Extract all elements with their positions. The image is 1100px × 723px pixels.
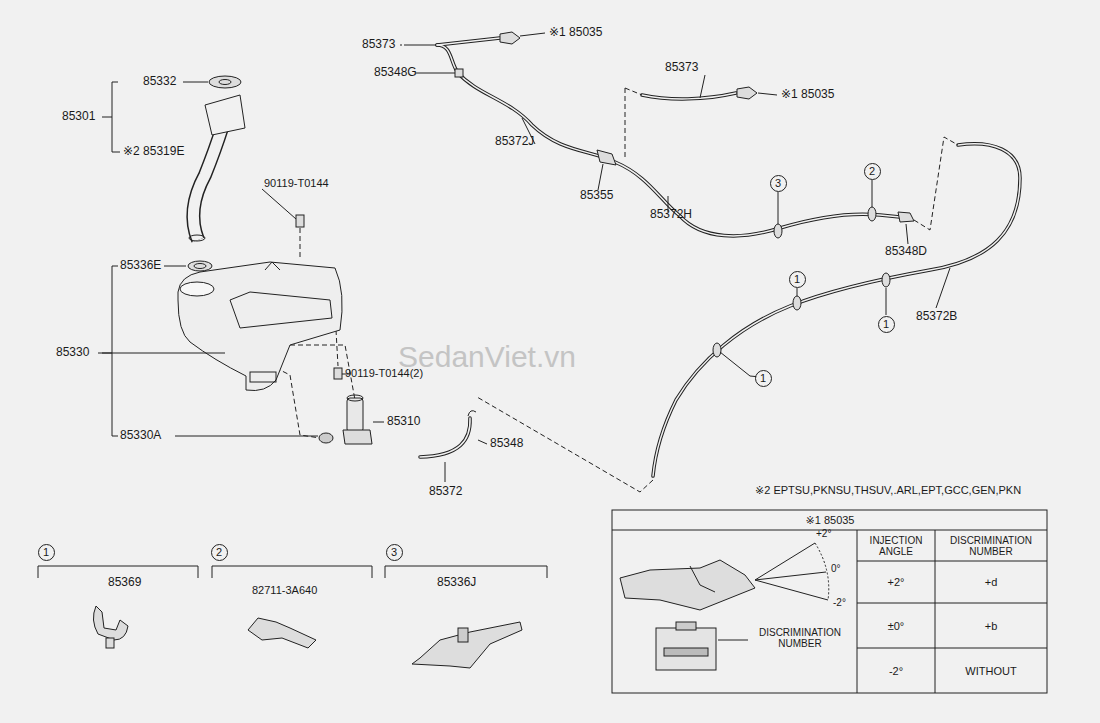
part-number: 85330A [120,429,161,442]
part-number: 85310 [387,415,420,428]
part-number: 85369 [108,576,141,589]
callout-number: 2 [216,547,222,558]
part-number: 85348G [374,66,417,79]
table-cell: WITHOUT [965,665,1016,677]
part-number: 85348D [885,245,927,258]
table-header: ※1 85035 [806,514,855,526]
callout-circle: 3 [386,544,403,561]
callout-circle: 1 [789,271,806,288]
callout-circle: 1 [878,316,895,333]
part-number: 85301 [62,110,95,123]
callout-number: 2 [869,166,875,177]
callout-circle: 2 [211,544,228,561]
part-number: 85336J [437,576,476,589]
part-number: 82711-3A640 [252,584,317,596]
callout-circle: 2 [864,163,881,180]
part-number: 85372 [429,485,462,498]
callout-number: 1 [43,547,49,558]
part-number: 85332 [143,75,176,88]
part-number: ※1 85035 [781,88,834,101]
table-cell: +2° [888,576,905,588]
callout-circle: 3 [770,175,787,192]
angle-label: -2° [833,597,846,608]
table-header: INJECTION ANGLE [860,535,932,557]
callout-number: 3 [391,547,397,558]
callout-circle: 1 [755,370,772,387]
callout-number: 3 [775,178,781,189]
applicability-note: ※2 EPTSU,PKNSU,THSUV,.ARL,EPT,GCC,GEN,PK… [755,484,1021,496]
part-number: 85372J [495,135,534,148]
part-number: 85373 [665,61,698,74]
watermark: SedanViet.vn [398,340,576,373]
part-number: 85373 [362,38,395,51]
part-number: 85336E [120,259,161,272]
illustration-label: DISCRIMINATION NUMBER [750,627,850,649]
part-number: 85348 [490,437,523,450]
part-number: 85372H [650,208,692,221]
callout-circle: 1 [38,544,55,561]
part-number: 90119-T0144 [264,177,329,189]
part-number: 85355 [580,189,613,202]
table-header: DISCRIMINATION NUMBER [937,535,1045,557]
part-number: 85330 [56,346,89,359]
part-number: ※2 85319E [123,145,184,158]
callout-number: 1 [760,373,766,384]
angle-label: +2° [816,528,831,539]
table-cell: -2° [889,665,903,677]
table-cell: +d [985,576,998,588]
callout-number: 1 [883,319,889,330]
part-number: ※1 85035 [549,26,602,39]
table-cell: +b [985,620,998,632]
part-number: 85372B [916,310,957,323]
table-cell: ±0° [888,620,905,632]
angle-label: 0° [831,563,841,574]
callout-number: 1 [794,274,800,285]
